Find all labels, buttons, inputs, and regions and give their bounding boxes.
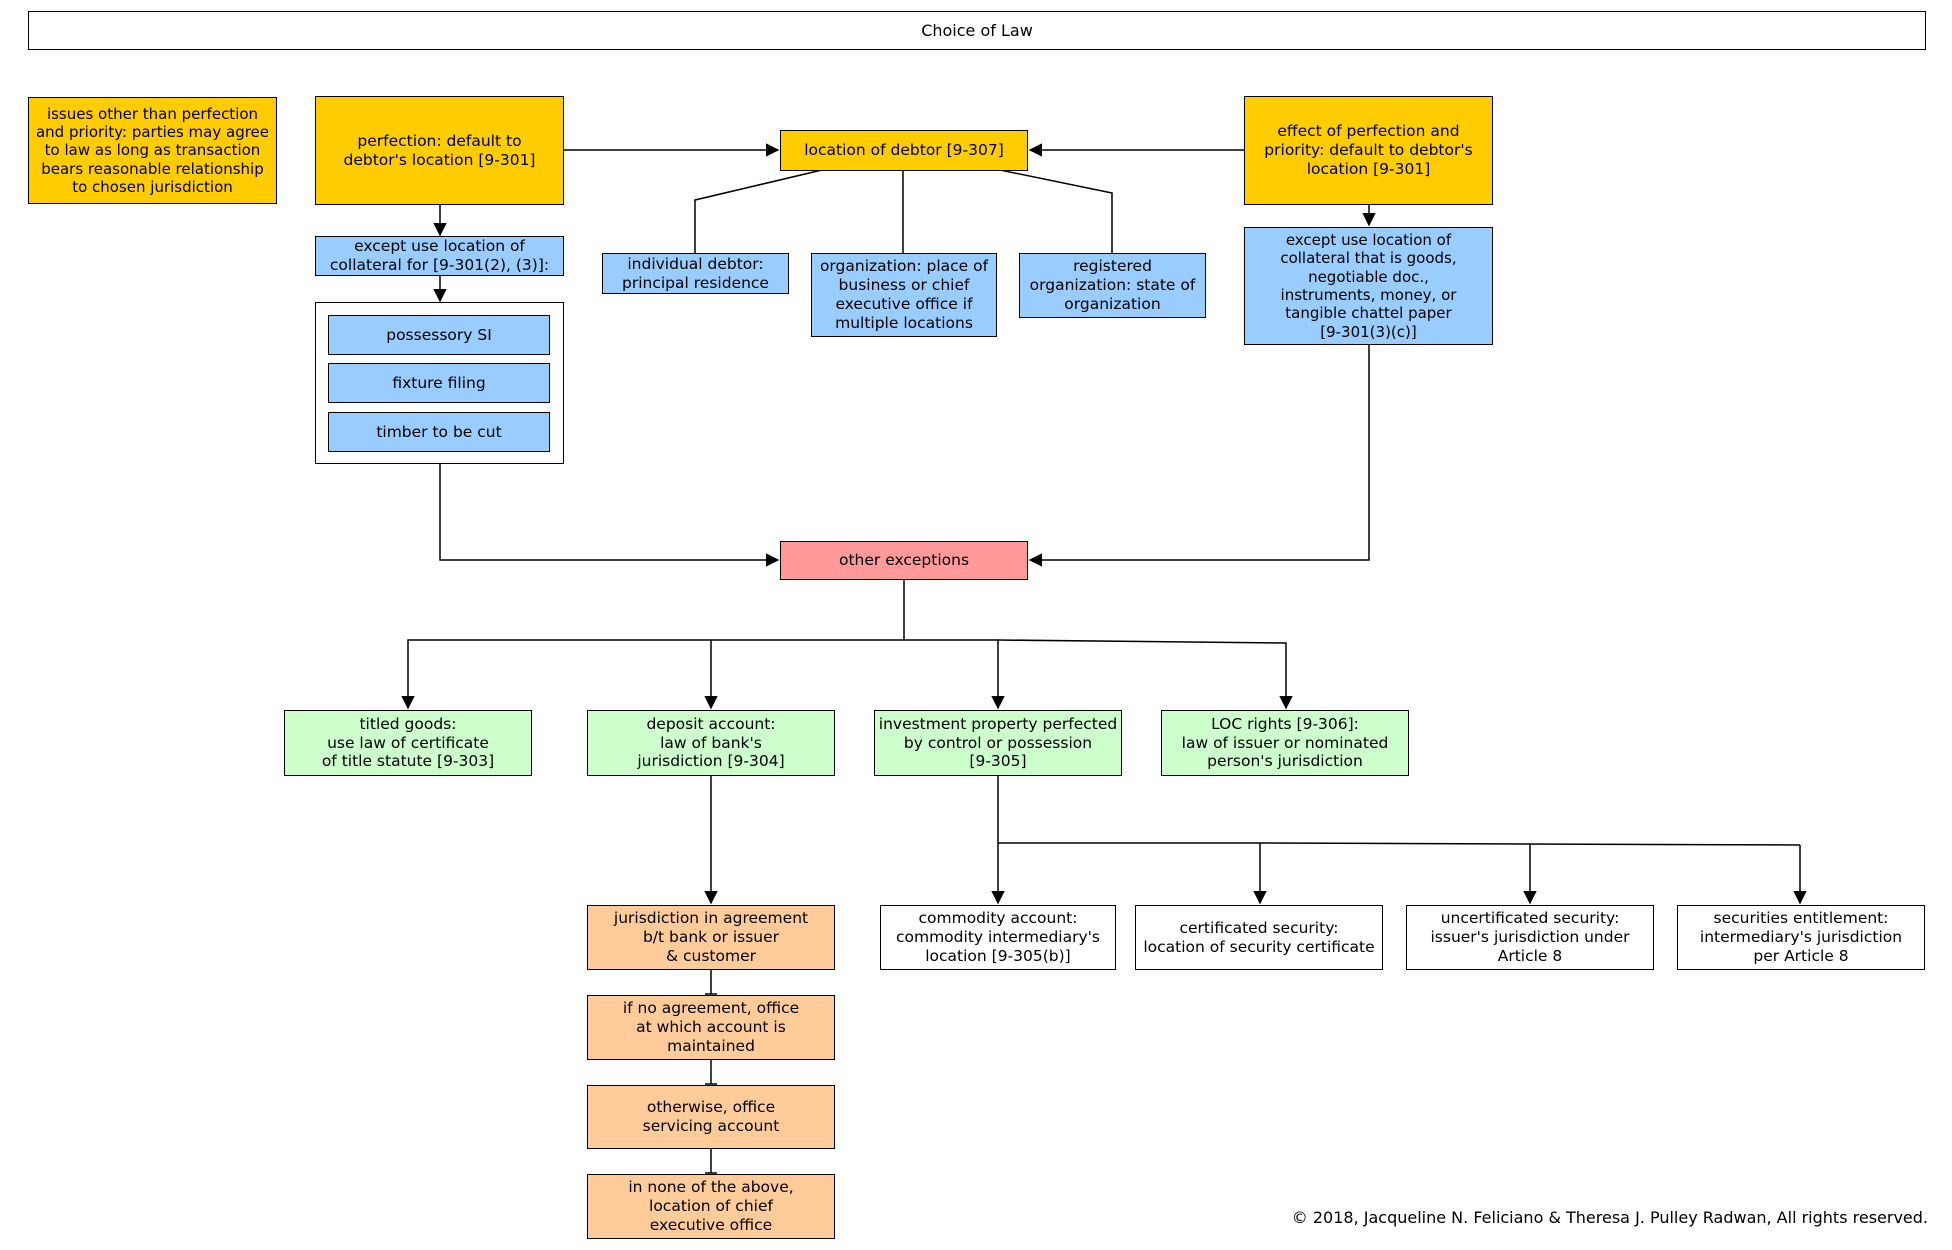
edge-group-to-other <box>439 464 780 567</box>
node-other-exceptions: other exceptions <box>780 541 1028 580</box>
node-except-collateral: except use location of collateral for [9… <box>315 236 564 276</box>
edge-other-to-loc <box>997 639 1293 710</box>
node-deposit-account: deposit account: law of bank's jurisdict… <box>587 710 835 776</box>
node-jurisdiction-agreement: jurisdiction in agreement b/t bank or is… <box>587 905 835 970</box>
node-titled-goods: titled goods: use law of certificate of … <box>284 710 532 776</box>
node-possessory-si: possessory SI <box>328 315 550 355</box>
node-location-of-debtor: location of debtor [9-307] <box>780 130 1028 171</box>
node-securities-entitlement: securities entitlement: intermediary's j… <box>1677 905 1925 970</box>
node-investment-property: investment property perfected by control… <box>874 710 1122 776</box>
node-certificated-security: certificated security: location of secur… <box>1135 905 1383 970</box>
node-uncertificated-security: uncertificated security: issuer's jurisd… <box>1406 905 1654 970</box>
edge-agreement-to-noagreement <box>705 970 717 995</box>
edge-location-to-registered <box>999 169 1113 254</box>
copyright-notice: © 2018, Jacqueline N. Feliciano & Theres… <box>1291 1208 1928 1227</box>
title-bar: Choice of Law <box>28 11 1926 50</box>
edge-other-to-investment <box>904 639 1005 710</box>
node-commodity-account: commodity account: commodity intermediar… <box>880 905 1116 970</box>
node-otherwise-office: otherwise, office servicing account <box>587 1085 835 1149</box>
node-organization: organization: place of business or chief… <box>811 253 997 337</box>
node-fixture-filing: fixture filing <box>328 363 550 403</box>
node-none-of-above: in none of the above, location of chief … <box>587 1174 835 1239</box>
edge-location-to-individual <box>694 169 823 254</box>
node-timber: timber to be cut <box>328 412 550 452</box>
node-effect-of-perfection: effect of perfection and priority: defau… <box>1244 96 1493 205</box>
node-individual-debtor: individual debtor: principal residence <box>602 253 789 294</box>
edge-otherwise-to-none <box>705 1149 717 1174</box>
node-except-goods: except use location of collateral that i… <box>1244 227 1493 345</box>
node-registered-organization: registered organization: state of organi… <box>1019 253 1206 318</box>
node-loc-rights: LOC rights [9-306]: law of issuer or nom… <box>1161 710 1409 776</box>
edge-noagreement-to-otherwise <box>705 1060 717 1085</box>
node-perfection-default: perfection: default to debtor's location… <box>315 96 564 205</box>
edge-except-goods-to-other <box>1028 345 1370 567</box>
edge-other-to-titled <box>401 639 904 710</box>
node-issues-other: issues other than perfection and priorit… <box>28 97 277 204</box>
edge-investment-trunk <box>997 776 1801 846</box>
node-no-agreement: if no agreement, office at which account… <box>587 995 835 1060</box>
